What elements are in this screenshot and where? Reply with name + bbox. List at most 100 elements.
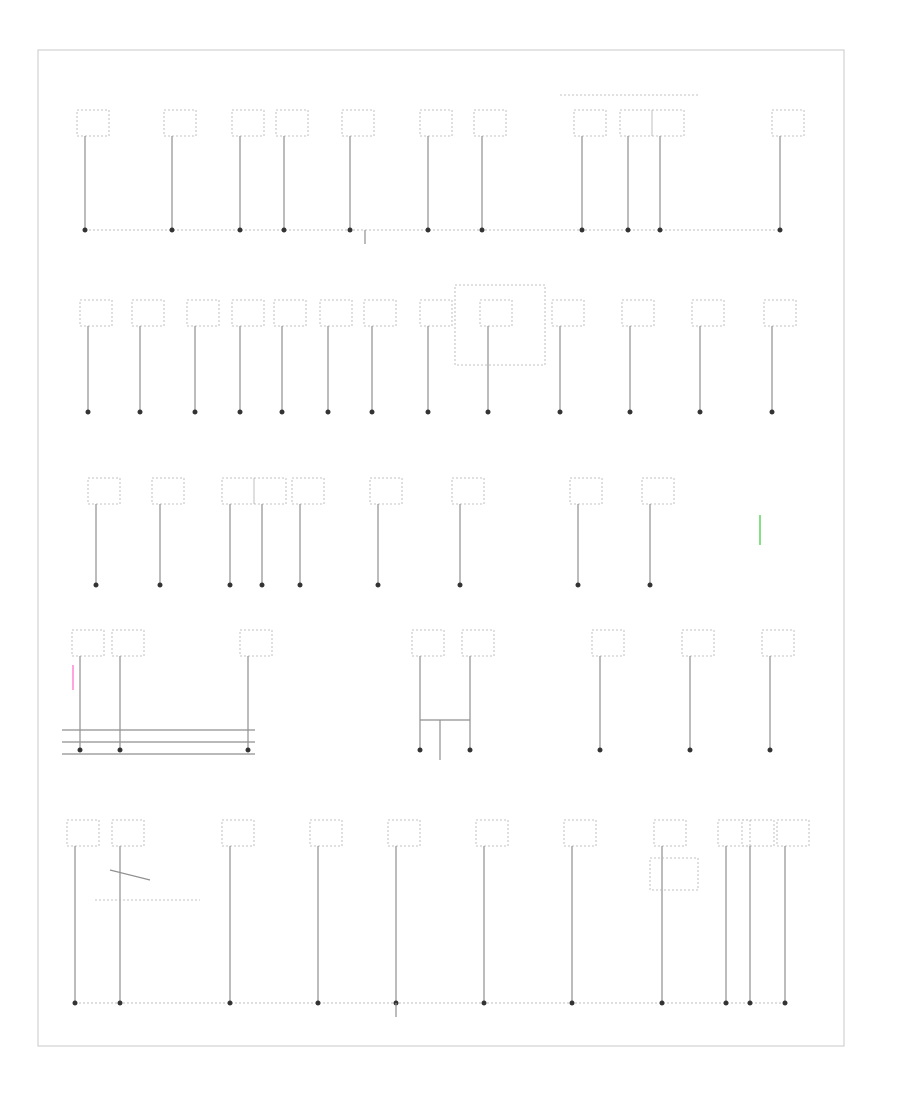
component-outline xyxy=(419,299,453,327)
ground-point xyxy=(325,409,331,415)
component-outline xyxy=(111,819,145,847)
ground-point xyxy=(425,409,431,415)
component-outline xyxy=(79,299,113,327)
component-outline xyxy=(763,299,797,327)
ground-point xyxy=(659,1000,665,1006)
component-outline xyxy=(253,477,287,505)
ground-point xyxy=(782,1000,788,1006)
component-outline xyxy=(273,299,307,327)
component-outline xyxy=(291,477,325,505)
ground-point xyxy=(85,409,91,415)
component-outline xyxy=(341,109,375,137)
module-outline xyxy=(454,284,546,366)
ground-point xyxy=(375,582,381,588)
component-outline xyxy=(369,477,403,505)
ground-point xyxy=(117,747,123,753)
component-outline xyxy=(717,819,751,847)
ground-point xyxy=(687,747,693,753)
component-outline xyxy=(363,299,397,327)
ground-point xyxy=(237,227,243,233)
ground-point xyxy=(245,747,251,753)
component-outline xyxy=(231,109,265,137)
ground-point xyxy=(467,747,473,753)
component-outline xyxy=(163,109,197,137)
ground-point xyxy=(769,409,775,415)
component-outline xyxy=(231,299,265,327)
ground-point xyxy=(259,582,265,588)
module-outline xyxy=(649,857,699,891)
component-outline xyxy=(681,629,715,657)
ground-point xyxy=(417,747,423,753)
ground-point xyxy=(697,409,703,415)
component-outline xyxy=(563,819,597,847)
component-outline xyxy=(131,299,165,327)
ground-point xyxy=(485,409,491,415)
component-outline xyxy=(221,477,255,505)
ground-point xyxy=(579,227,585,233)
component-outline xyxy=(71,629,105,657)
component-outline xyxy=(186,299,220,327)
component-outline xyxy=(691,299,725,327)
component-outline xyxy=(591,629,625,657)
ground-point xyxy=(137,409,143,415)
diagram-content xyxy=(62,94,810,1017)
ground-point xyxy=(479,227,485,233)
ground-point xyxy=(557,409,563,415)
ground-point xyxy=(481,1000,487,1006)
ground-point xyxy=(77,747,83,753)
component-outline xyxy=(461,629,495,657)
ground-point xyxy=(647,582,653,588)
ground-point xyxy=(425,227,431,233)
component-outline xyxy=(451,477,485,505)
component-outline xyxy=(651,109,685,137)
ground-point xyxy=(192,409,198,415)
component-outline xyxy=(76,109,110,137)
component-outline xyxy=(111,629,145,657)
component-outline xyxy=(551,299,585,327)
component-outline xyxy=(239,629,273,657)
ground-point xyxy=(597,747,603,753)
ground-point xyxy=(747,1000,753,1006)
component-outline xyxy=(621,299,655,327)
component-outline xyxy=(776,819,810,847)
component-outline xyxy=(619,109,653,137)
component-outline xyxy=(479,299,513,327)
ground-point xyxy=(723,1000,729,1006)
ground-point xyxy=(227,1000,233,1006)
ground-point xyxy=(457,582,463,588)
ground-point xyxy=(315,1000,321,1006)
component-outline xyxy=(653,819,687,847)
ground-point xyxy=(297,582,303,588)
component-outline xyxy=(151,477,185,505)
component-outline xyxy=(771,109,805,137)
component-outline xyxy=(221,819,255,847)
component-outline xyxy=(419,109,453,137)
component-outline xyxy=(473,109,507,137)
ground-point xyxy=(369,409,375,415)
ground-point xyxy=(575,582,581,588)
ground-point xyxy=(169,227,175,233)
switch-contact xyxy=(109,869,151,881)
component-outline xyxy=(66,819,100,847)
component-outline xyxy=(319,299,353,327)
component-outline xyxy=(309,819,343,847)
component-outline xyxy=(761,629,795,657)
component-outline xyxy=(475,819,509,847)
ground-point xyxy=(279,409,285,415)
ground-point xyxy=(93,582,99,588)
ground-point xyxy=(157,582,163,588)
component-outline xyxy=(87,477,121,505)
ground-point xyxy=(237,409,243,415)
diagram-border xyxy=(37,49,845,1047)
ground-point xyxy=(777,227,783,233)
ground-point xyxy=(227,582,233,588)
ground-point xyxy=(72,1000,78,1006)
ground-point xyxy=(767,747,773,753)
ground-point xyxy=(627,409,633,415)
component-outline xyxy=(387,819,421,847)
component-outline xyxy=(641,477,675,505)
ground-point xyxy=(347,227,353,233)
component-outline xyxy=(573,109,607,137)
ground-point xyxy=(117,1000,123,1006)
